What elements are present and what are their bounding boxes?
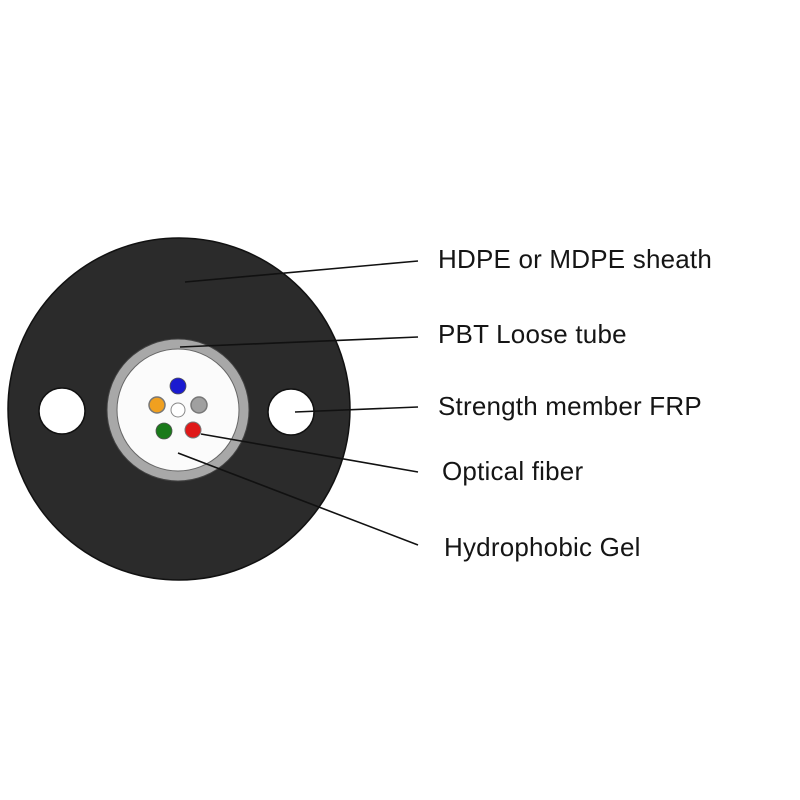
- label-loose-tube: PBT Loose tube: [438, 319, 627, 349]
- leader-line-gel: [177, 452, 419, 546]
- leader-line-tube: [179, 336, 419, 348]
- label-optical-fiber: Optical fiber: [442, 456, 584, 486]
- leader-line-sheath: [184, 260, 419, 283]
- strength-member-left: [38, 387, 86, 435]
- fiber-red: [184, 421, 202, 439]
- fiber-blue: [169, 377, 187, 395]
- leader-line-strength: [294, 406, 419, 413]
- leader-line-fiber: [200, 433, 419, 473]
- label-strength-member: Strength member FRP: [438, 391, 702, 421]
- fiber-gray: [190, 396, 208, 414]
- label-sheath: HDPE or MDPE sheath: [438, 244, 713, 274]
- label-hydrophobic-gel: Hydrophobic Gel: [444, 532, 641, 562]
- fiber-center: [170, 402, 186, 418]
- fiber-orange: [148, 396, 166, 414]
- fiber-green: [155, 422, 173, 440]
